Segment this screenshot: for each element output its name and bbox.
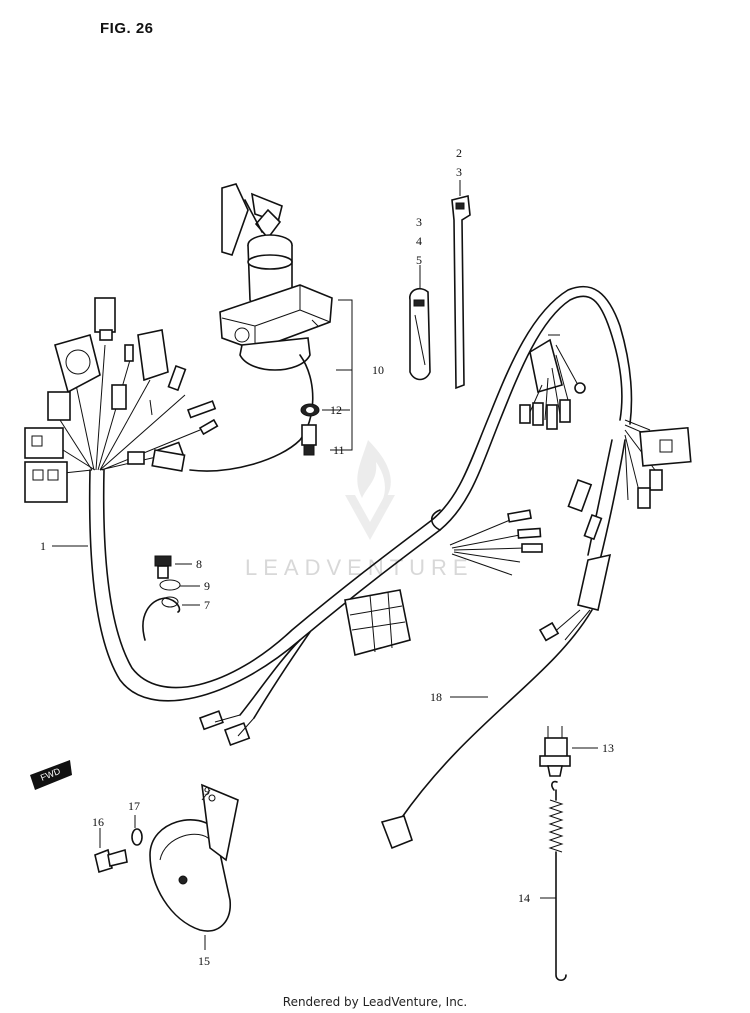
stop-switch-spring: [548, 780, 567, 982]
clamp-parts: [142, 555, 181, 641]
callout-5: 5: [416, 253, 422, 267]
callout-7: 7: [204, 598, 210, 612]
lead-wire-18: [380, 609, 593, 850]
footer-credit: Rendered by LeadVenture, Inc.: [282, 995, 468, 1009]
callout-2: 2: [456, 146, 462, 160]
callout-10: 10: [372, 363, 384, 377]
wiring-harness: [88, 285, 633, 747]
cable-band-short: [409, 288, 431, 381]
callout-9-clamp: 9: [204, 579, 210, 593]
callout-1: 1: [40, 539, 46, 553]
bulb-socket-parts: [300, 403, 320, 456]
callout-8: 8: [196, 557, 202, 571]
watermark-logo: [345, 440, 395, 540]
horn: [94, 783, 239, 932]
fwd-arrow: FWD: [30, 760, 72, 790]
callout-4: 4: [416, 234, 422, 248]
callout-leaders: [52, 180, 598, 950]
cable-band-long: [451, 195, 471, 390]
watermark-text: LEADVENTURE: [245, 555, 474, 580]
callout-9-horn: 9: [204, 784, 210, 798]
callout-numbers: 1 2 3 3 4 5 7 8 9 9 10 11 12 13 14 15 16…: [40, 146, 614, 968]
callout-3-long-band: 3: [456, 165, 462, 179]
left-connector-cluster: [24, 297, 219, 503]
right-connector-cluster: [519, 334, 692, 642]
callout-16: 16: [92, 815, 104, 829]
callout-11: 11: [333, 443, 345, 457]
callout-17: 17: [128, 799, 140, 813]
callout-3-short-band: 3: [416, 215, 422, 229]
stop-switch: [539, 726, 571, 777]
callout-13: 13: [602, 741, 614, 755]
figure-title: FIG. 26: [100, 20, 154, 37]
callout-15: 15: [198, 954, 210, 968]
callout-12: 12: [330, 403, 342, 417]
callout-14: 14: [518, 891, 530, 905]
callout-18: 18: [430, 690, 442, 704]
ignition-switch: [151, 183, 333, 472]
